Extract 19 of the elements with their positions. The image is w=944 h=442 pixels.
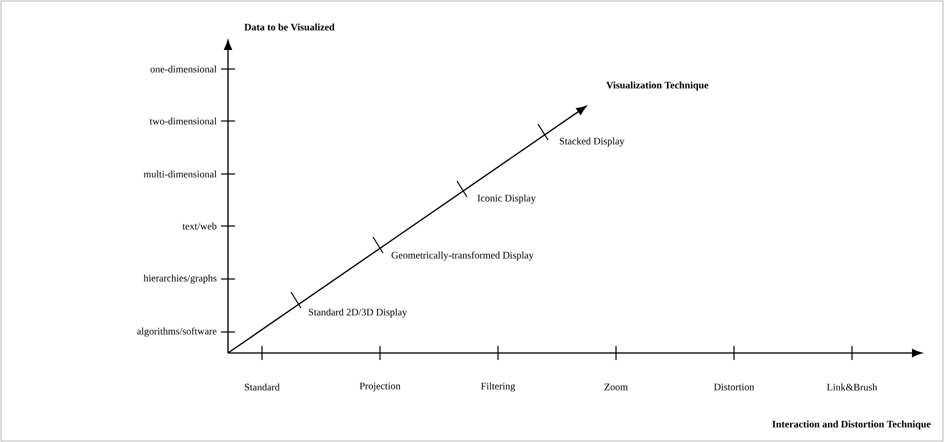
- tick-label: text/web: [182, 222, 216, 230]
- tick-label: Zoom: [604, 384, 628, 390]
- tick-label: Standard 2D/3D Display: [308, 308, 408, 318]
- tick-label: Distortion: [714, 384, 754, 390]
- tick-label: algorithms/software: [137, 327, 216, 337]
- axis-title: Interaction and Distortion Technique: [772, 420, 931, 430]
- tick-label: Standard: [244, 383, 280, 391]
- tick-label: one-dimensional: [150, 65, 217, 73]
- tick-label: Filtering: [481, 382, 516, 392]
- tick-label: Iconic Display: [478, 194, 536, 204]
- axis-title: Visualization Technique: [606, 81, 708, 91]
- tick-label: Link&Brush: [827, 383, 878, 391]
- tick-label: two-dimensional: [150, 117, 217, 125]
- axis-title: Data to be Visualized: [244, 23, 335, 31]
- tick-label: hierarchies/graphs: [144, 274, 216, 284]
- tick-label: multi-dimensional: [144, 170, 217, 178]
- tick-label: Geometrically-transformed Display: [392, 251, 534, 261]
- tick-label: Projection: [360, 382, 400, 392]
- tick-label: Stacked Display: [560, 137, 624, 147]
